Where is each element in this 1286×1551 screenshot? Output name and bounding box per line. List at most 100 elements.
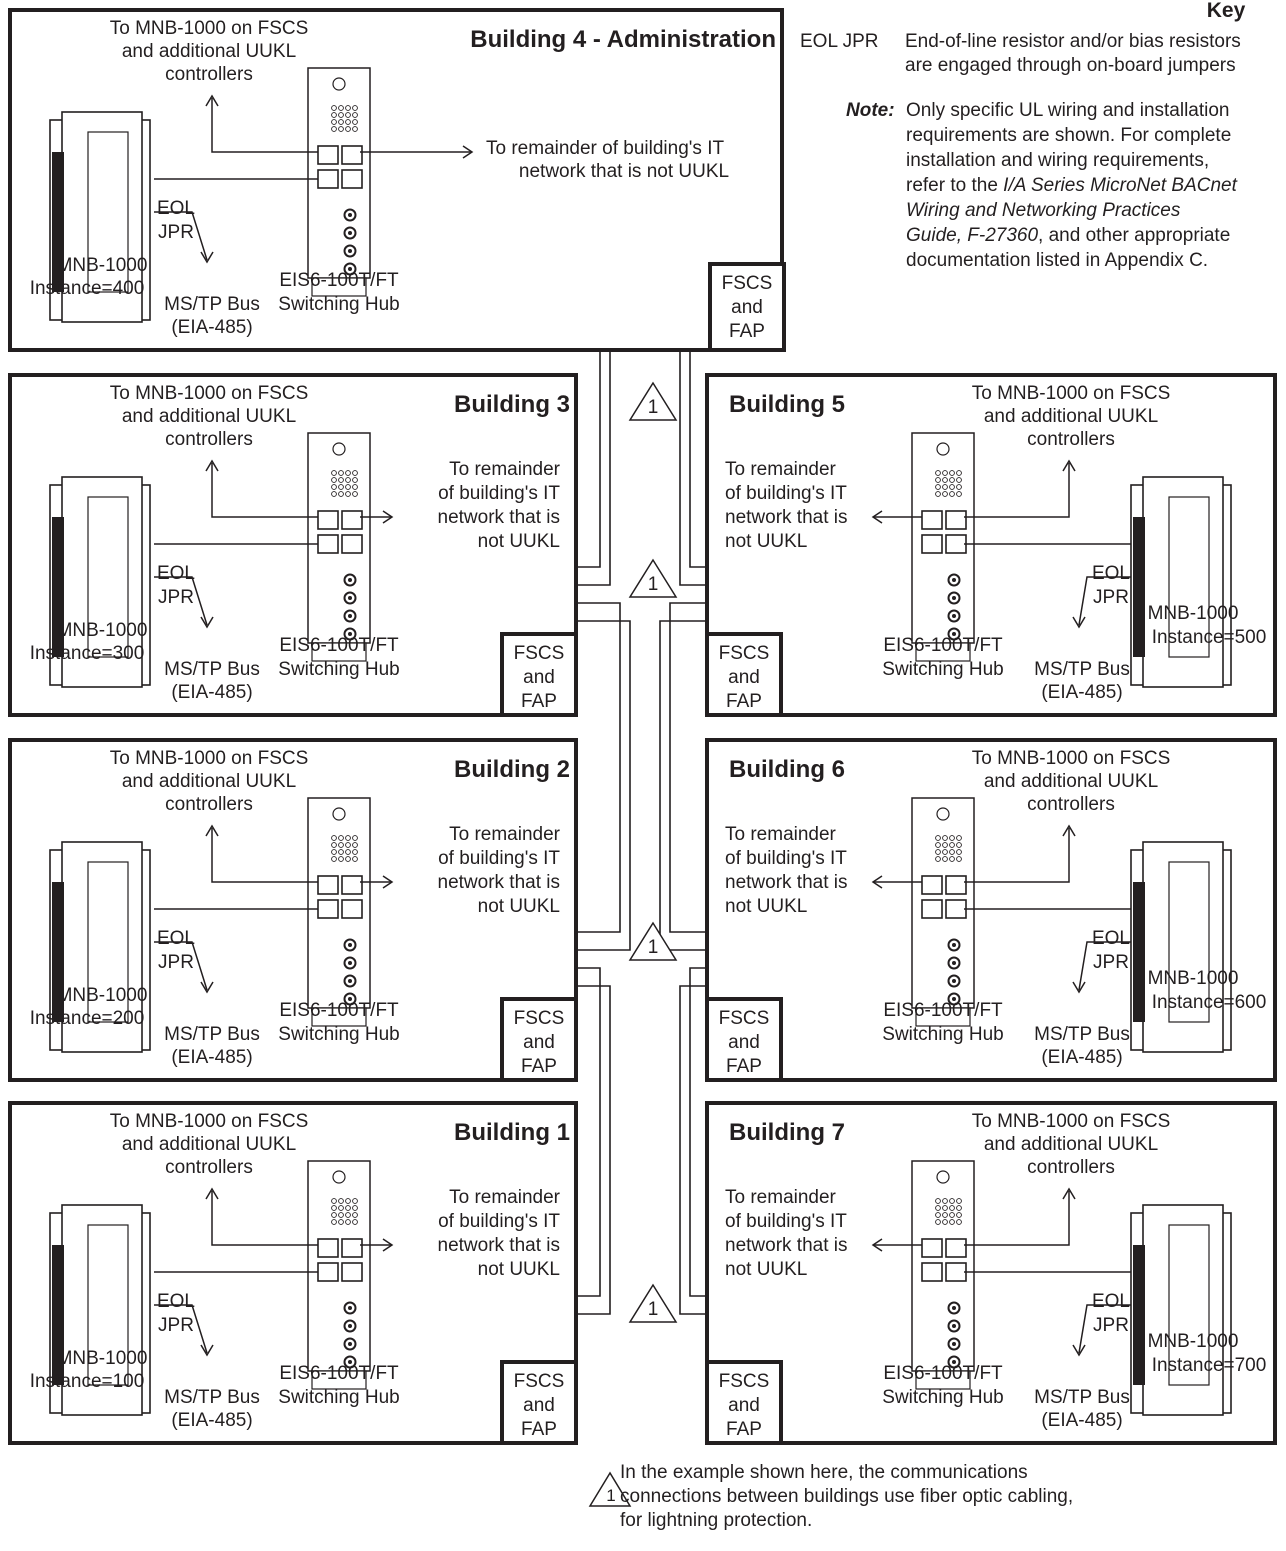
led-icon bbox=[352, 842, 358, 848]
arrow-left-icon bbox=[871, 1238, 883, 1252]
to-mnb-text: To MNB-1000 on FSCS bbox=[971, 383, 1171, 404]
jpr-label: JPR bbox=[158, 952, 194, 973]
fscs-fap-label: FAP bbox=[726, 691, 762, 712]
led-icon bbox=[935, 1205, 941, 1211]
rj45-port-icon bbox=[945, 899, 967, 919]
led-icon bbox=[345, 477, 351, 483]
rj45-port-icon bbox=[317, 169, 339, 189]
mnb-controller-cover bbox=[1168, 1224, 1210, 1386]
mount-hole-icon bbox=[332, 442, 346, 456]
eol-label: EOL bbox=[156, 563, 196, 584]
note-text: , and other appropriate bbox=[1038, 225, 1231, 246]
it-network-text: network that is bbox=[437, 507, 561, 528]
mnb-terminal-strip bbox=[52, 1245, 64, 1385]
instance-label: Instance=100 bbox=[29, 1371, 145, 1392]
fscs-fap-label: and bbox=[728, 667, 760, 688]
fiber-port-core-icon bbox=[952, 632, 956, 636]
led-icon bbox=[345, 126, 351, 132]
eol-label: EOL bbox=[156, 928, 196, 949]
led-icon bbox=[338, 470, 344, 476]
led-icon bbox=[942, 1212, 948, 1218]
rj45-port-icon bbox=[341, 1238, 363, 1258]
led-icon bbox=[345, 849, 351, 855]
eol-label: EOL bbox=[1091, 1291, 1131, 1312]
arrow-left-icon bbox=[871, 875, 883, 889]
rj45-port-icon bbox=[945, 875, 967, 895]
it-network-text: network that is not UUKL bbox=[518, 161, 730, 182]
led-icon bbox=[338, 1219, 344, 1225]
led-icon bbox=[345, 491, 351, 497]
it-network-text: of building's IT bbox=[438, 848, 560, 869]
mstp-bus-cable bbox=[1078, 1304, 1131, 1354]
to-mnb-text: controllers bbox=[165, 64, 253, 85]
led-icon bbox=[956, 849, 962, 855]
led-icon bbox=[352, 119, 358, 125]
mstp-bus-label: MS/TP Bus bbox=[1034, 1387, 1130, 1408]
hub-label: Switching Hub bbox=[278, 1387, 400, 1408]
led-icon bbox=[338, 1198, 344, 1204]
fiber-port-core-icon bbox=[348, 1360, 352, 1364]
led-icon bbox=[942, 842, 948, 848]
building-drawing bbox=[49, 797, 394, 1053]
rj45-port-icon bbox=[341, 1262, 363, 1282]
hub-base-tab bbox=[915, 1370, 971, 1390]
fiber-port-core-icon bbox=[348, 632, 352, 636]
led-icon bbox=[338, 835, 344, 841]
it-network-text: To remainder bbox=[449, 1187, 560, 1208]
instance-label: Instance=300 bbox=[29, 643, 145, 664]
it-network-text: To remainder bbox=[725, 824, 836, 845]
led-icon bbox=[352, 856, 358, 862]
to-mnb-text: controllers bbox=[1027, 794, 1115, 815]
led-icon bbox=[956, 470, 962, 476]
eol-label: EOL bbox=[156, 198, 196, 219]
led-icon bbox=[331, 491, 337, 497]
key-definition: End-of-line resistor and/or bias resisto… bbox=[905, 31, 1241, 52]
it-network-text: network that is bbox=[725, 1235, 848, 1256]
callout-triangle bbox=[628, 381, 678, 421]
mount-hole-icon bbox=[332, 807, 346, 821]
mstp-bus-label: (EIA-485) bbox=[1041, 1047, 1123, 1068]
led-icon bbox=[942, 1198, 948, 1204]
led-icon bbox=[935, 1198, 941, 1204]
led-icon bbox=[956, 484, 962, 490]
led-icon bbox=[956, 1212, 962, 1218]
building-title: Building 6 bbox=[729, 756, 845, 783]
fscs-fap-label: FSCS bbox=[513, 1008, 565, 1029]
led-icon bbox=[956, 1205, 962, 1211]
led-icon bbox=[352, 470, 358, 476]
footnote-triangle bbox=[588, 1471, 632, 1507]
rj45-port-icon bbox=[945, 534, 967, 554]
it-network-text: not UUKL bbox=[477, 896, 560, 917]
led-icon bbox=[345, 1198, 351, 1204]
led-icon bbox=[352, 835, 358, 841]
uplink-cable bbox=[964, 828, 1070, 883]
arrow-right-icon bbox=[382, 1238, 394, 1252]
led-icon bbox=[956, 835, 962, 841]
arrow-up-icon bbox=[1062, 824, 1076, 837]
it-network-text: To remainder bbox=[725, 459, 836, 480]
mnb-controller-cover bbox=[87, 861, 129, 1023]
to-mnb-text: and additional UUKL bbox=[121, 1134, 297, 1155]
led-icon bbox=[942, 835, 948, 841]
mount-hole-icon bbox=[332, 77, 346, 91]
led-icon bbox=[935, 1212, 941, 1218]
instance-label: Instance=200 bbox=[29, 1008, 145, 1029]
mnb-label: MNB-1000 bbox=[56, 1348, 148, 1369]
led-icon bbox=[338, 119, 344, 125]
to-mnb-text: To MNB-1000 on FSCS bbox=[971, 748, 1171, 769]
rj45-port-icon bbox=[341, 510, 363, 530]
led-icon bbox=[935, 477, 941, 483]
instance-label: Instance=400 bbox=[29, 278, 145, 299]
mstp-bus-label: (EIA-485) bbox=[171, 1047, 253, 1068]
led-icon bbox=[935, 491, 941, 497]
to-mnb-text: controllers bbox=[1027, 1157, 1115, 1178]
fscs-fap-label: FSCS bbox=[513, 1371, 565, 1392]
rj45-port-icon bbox=[317, 1238, 339, 1258]
led-icon bbox=[935, 856, 941, 862]
fiber-port-core-icon bbox=[952, 596, 956, 600]
